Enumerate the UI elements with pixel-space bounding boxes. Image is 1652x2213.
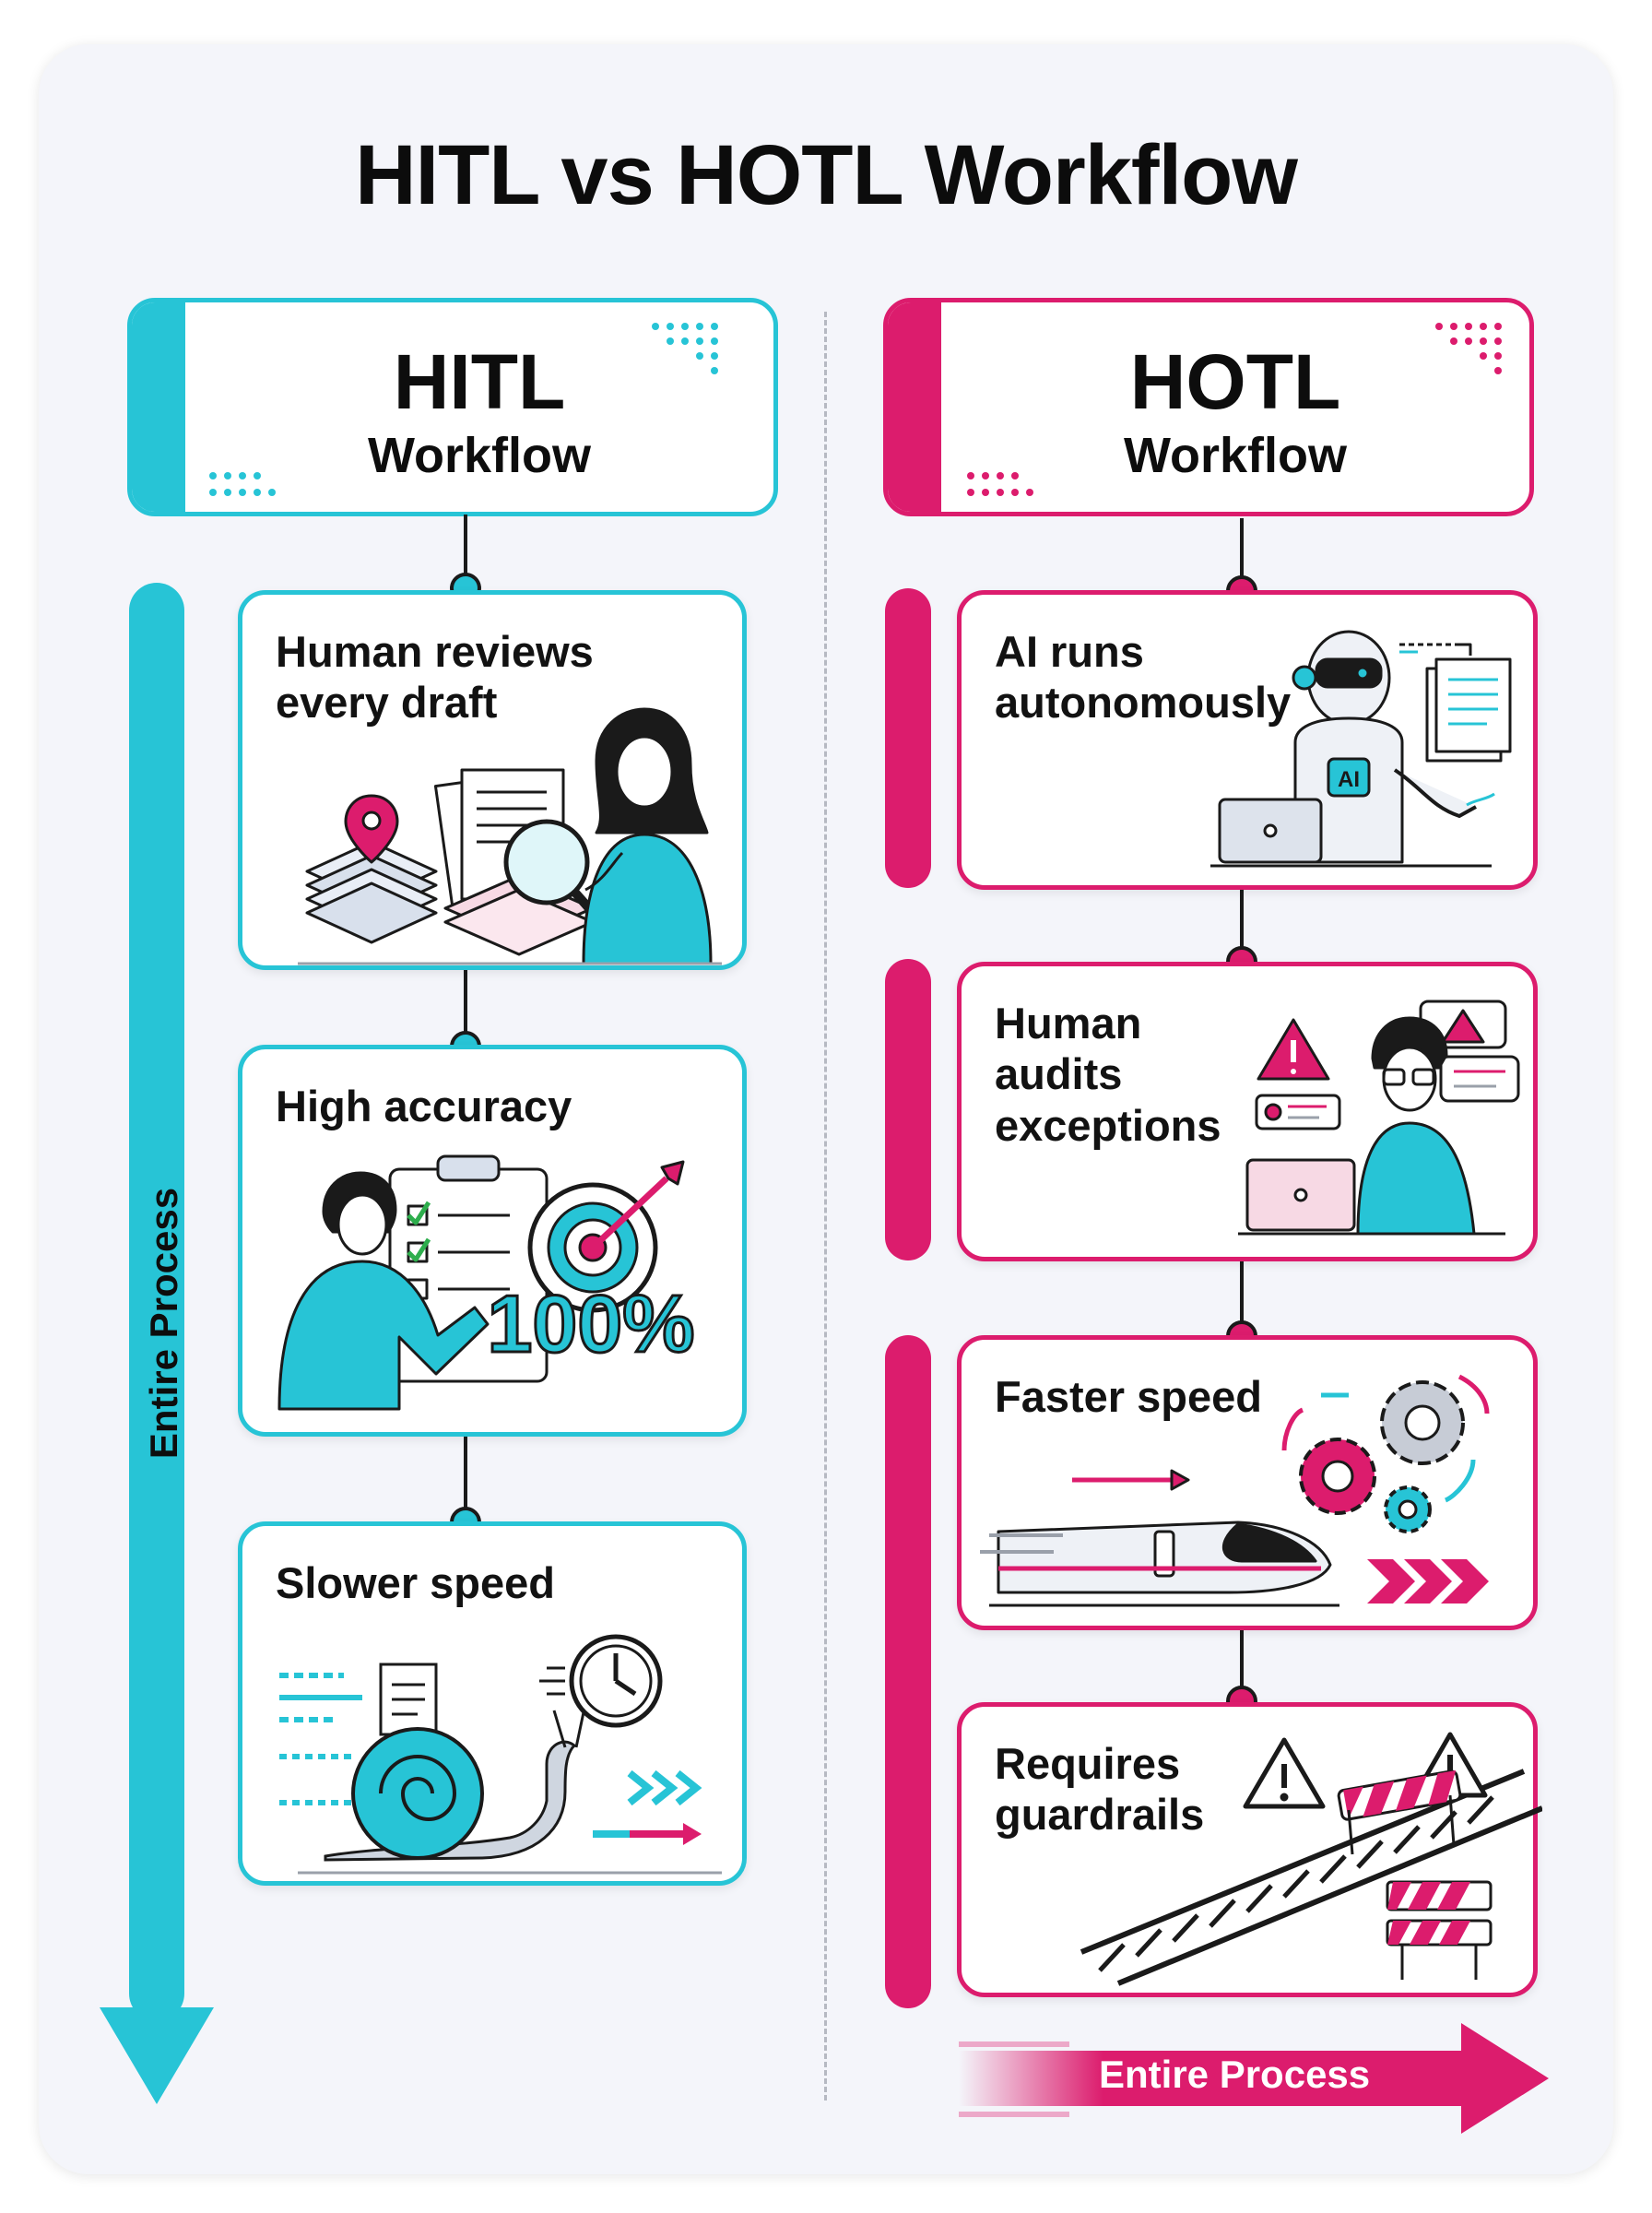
hotl-step-bar xyxy=(885,959,931,1260)
hitl-process-arrow xyxy=(100,583,214,2104)
dot-grid-icon xyxy=(652,323,718,374)
ai-badge: AI xyxy=(1338,767,1360,792)
hotl-process-arrow xyxy=(959,2023,1549,2134)
robot-laptop-icon: AI xyxy=(1210,630,1512,868)
connector-line xyxy=(1240,888,1244,962)
connector-line xyxy=(464,1437,467,1529)
train-gears-icon xyxy=(980,1374,1490,1607)
connector-line xyxy=(1240,1628,1244,1702)
hitl-step-label: Slower speed xyxy=(276,1558,555,1607)
snail-clock-icon xyxy=(279,1634,722,1875)
accuracy-value: 100% xyxy=(487,1278,694,1369)
hotl-step-card: Faster speed xyxy=(957,1335,1538,1630)
person-laptop-alerts-icon xyxy=(1238,1000,1520,1236)
hotl-header-title: HOTL xyxy=(1129,338,1341,425)
hitl-process-label: Entire Process xyxy=(142,1187,185,1460)
hotl-header-subtitle: Workflow xyxy=(1124,428,1347,483)
hitl-header-title: HITL xyxy=(393,338,566,425)
hitl-step-label: High accuracy xyxy=(276,1082,572,1130)
hitl-step-card: High accuracy 100% xyxy=(238,1045,747,1437)
hotl-step-label: Faster speed xyxy=(995,1372,1262,1421)
hotl-step-label: Human audits exceptions xyxy=(995,999,1221,1150)
hotl-header-card: HOTL Workflow xyxy=(883,298,1534,516)
hotl-step-label: AI runs autonomously xyxy=(995,627,1292,728)
hotl-header-band xyxy=(888,302,941,512)
connector-line xyxy=(1240,1261,1244,1335)
hitl-step-card: Human reviews every draft xyxy=(238,590,747,970)
checklist-target-icon: 100% xyxy=(277,1154,696,1411)
hotl-step-label: Requires guardrails xyxy=(995,1739,1205,1840)
connector-line xyxy=(1240,518,1244,592)
hotl-step-card: AI runs autonomously xyxy=(957,590,1538,890)
hotl-step-card: Human audits exceptions xyxy=(957,962,1538,1261)
dot-grid-icon xyxy=(967,472,1033,496)
hitl-header-subtitle: Workflow xyxy=(368,428,591,483)
page-title: HITL vs HOTL Workflow xyxy=(355,128,1298,222)
hitl-header-band xyxy=(132,302,185,512)
hitl-header-card: HITL Workflow xyxy=(127,298,778,516)
hitl-step-label: Human reviews every draft xyxy=(276,627,594,728)
person-with-magnifier-and-papers-icon xyxy=(298,707,722,965)
hotl-step-card: Requires guardrails xyxy=(957,1702,1542,1997)
connector-line xyxy=(464,968,467,1051)
hotl-step-bar xyxy=(885,588,931,888)
rails-barrier-icon xyxy=(1080,1732,1542,1986)
hotl-process-label: Entire Process xyxy=(1099,2053,1371,2096)
connector-line xyxy=(464,515,467,588)
dot-grid-icon xyxy=(209,472,276,496)
dot-grid-icon xyxy=(1435,323,1502,374)
center-divider xyxy=(824,312,827,2101)
hotl-step-bar xyxy=(885,1335,931,2008)
hitl-step-card: Slower speed xyxy=(238,1521,747,1886)
